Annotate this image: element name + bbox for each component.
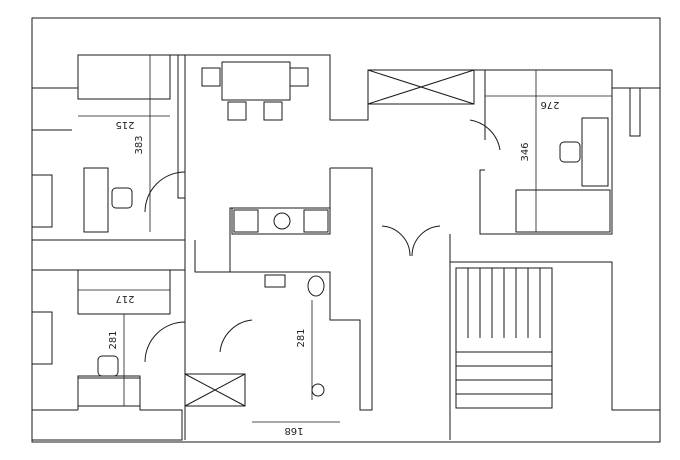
toilet-icon [307, 275, 325, 297]
bed-top-left [77, 54, 171, 100]
door-swing-3 [219, 319, 253, 353]
dining-chair-3 [227, 101, 247, 121]
cooktop-icon [303, 209, 329, 233]
kitchen-counter [231, 207, 331, 235]
drain-icon [311, 383, 325, 397]
dim-label-217: 217 [115, 293, 134, 304]
staircase [455, 267, 553, 409]
chair-top-left [111, 187, 133, 209]
door-swing-entry-right [411, 225, 441, 257]
dim-label-276: 276 [540, 99, 559, 110]
wall-outline-right [449, 69, 660, 440]
desk-right [581, 117, 609, 187]
door-swing-1 [144, 171, 186, 213]
closet-top [367, 69, 475, 105]
dim-label-383: 383 [134, 135, 145, 154]
bath-sink-icon [264, 274, 286, 288]
window-left-2 [31, 311, 53, 365]
desk-top-left [83, 167, 109, 233]
dim-label-281-bath: 281 [296, 328, 307, 347]
dim-label-346: 346 [520, 142, 531, 161]
chair-bottom-left [97, 355, 119, 377]
dining-table [221, 61, 291, 101]
dining-chair-2 [289, 67, 309, 87]
door-swing-2 [144, 321, 186, 363]
desk-bottom-left [77, 377, 141, 407]
dining-chair-1 [201, 67, 221, 87]
stove-icon [233, 209, 259, 233]
window-right [629, 87, 641, 137]
door-swing-entry-left [381, 225, 411, 257]
door-swing-4 [469, 119, 501, 151]
sink-icon [273, 212, 291, 230]
dim-label-168: 168 [284, 425, 303, 436]
chair-right [559, 141, 581, 163]
dining-chair-4 [263, 101, 283, 121]
window-left-1 [31, 174, 53, 228]
wall-outline-center [184, 54, 486, 440]
bed-right [515, 189, 611, 233]
closet-bottom-cross [184, 373, 246, 407]
bed-bottom-left [77, 269, 171, 315]
dim-label-281-left: 281 [108, 330, 119, 349]
closet-bottom [184, 373, 246, 407]
dim-label-215: 215 [115, 119, 134, 130]
closet-top-cross [367, 69, 475, 105]
